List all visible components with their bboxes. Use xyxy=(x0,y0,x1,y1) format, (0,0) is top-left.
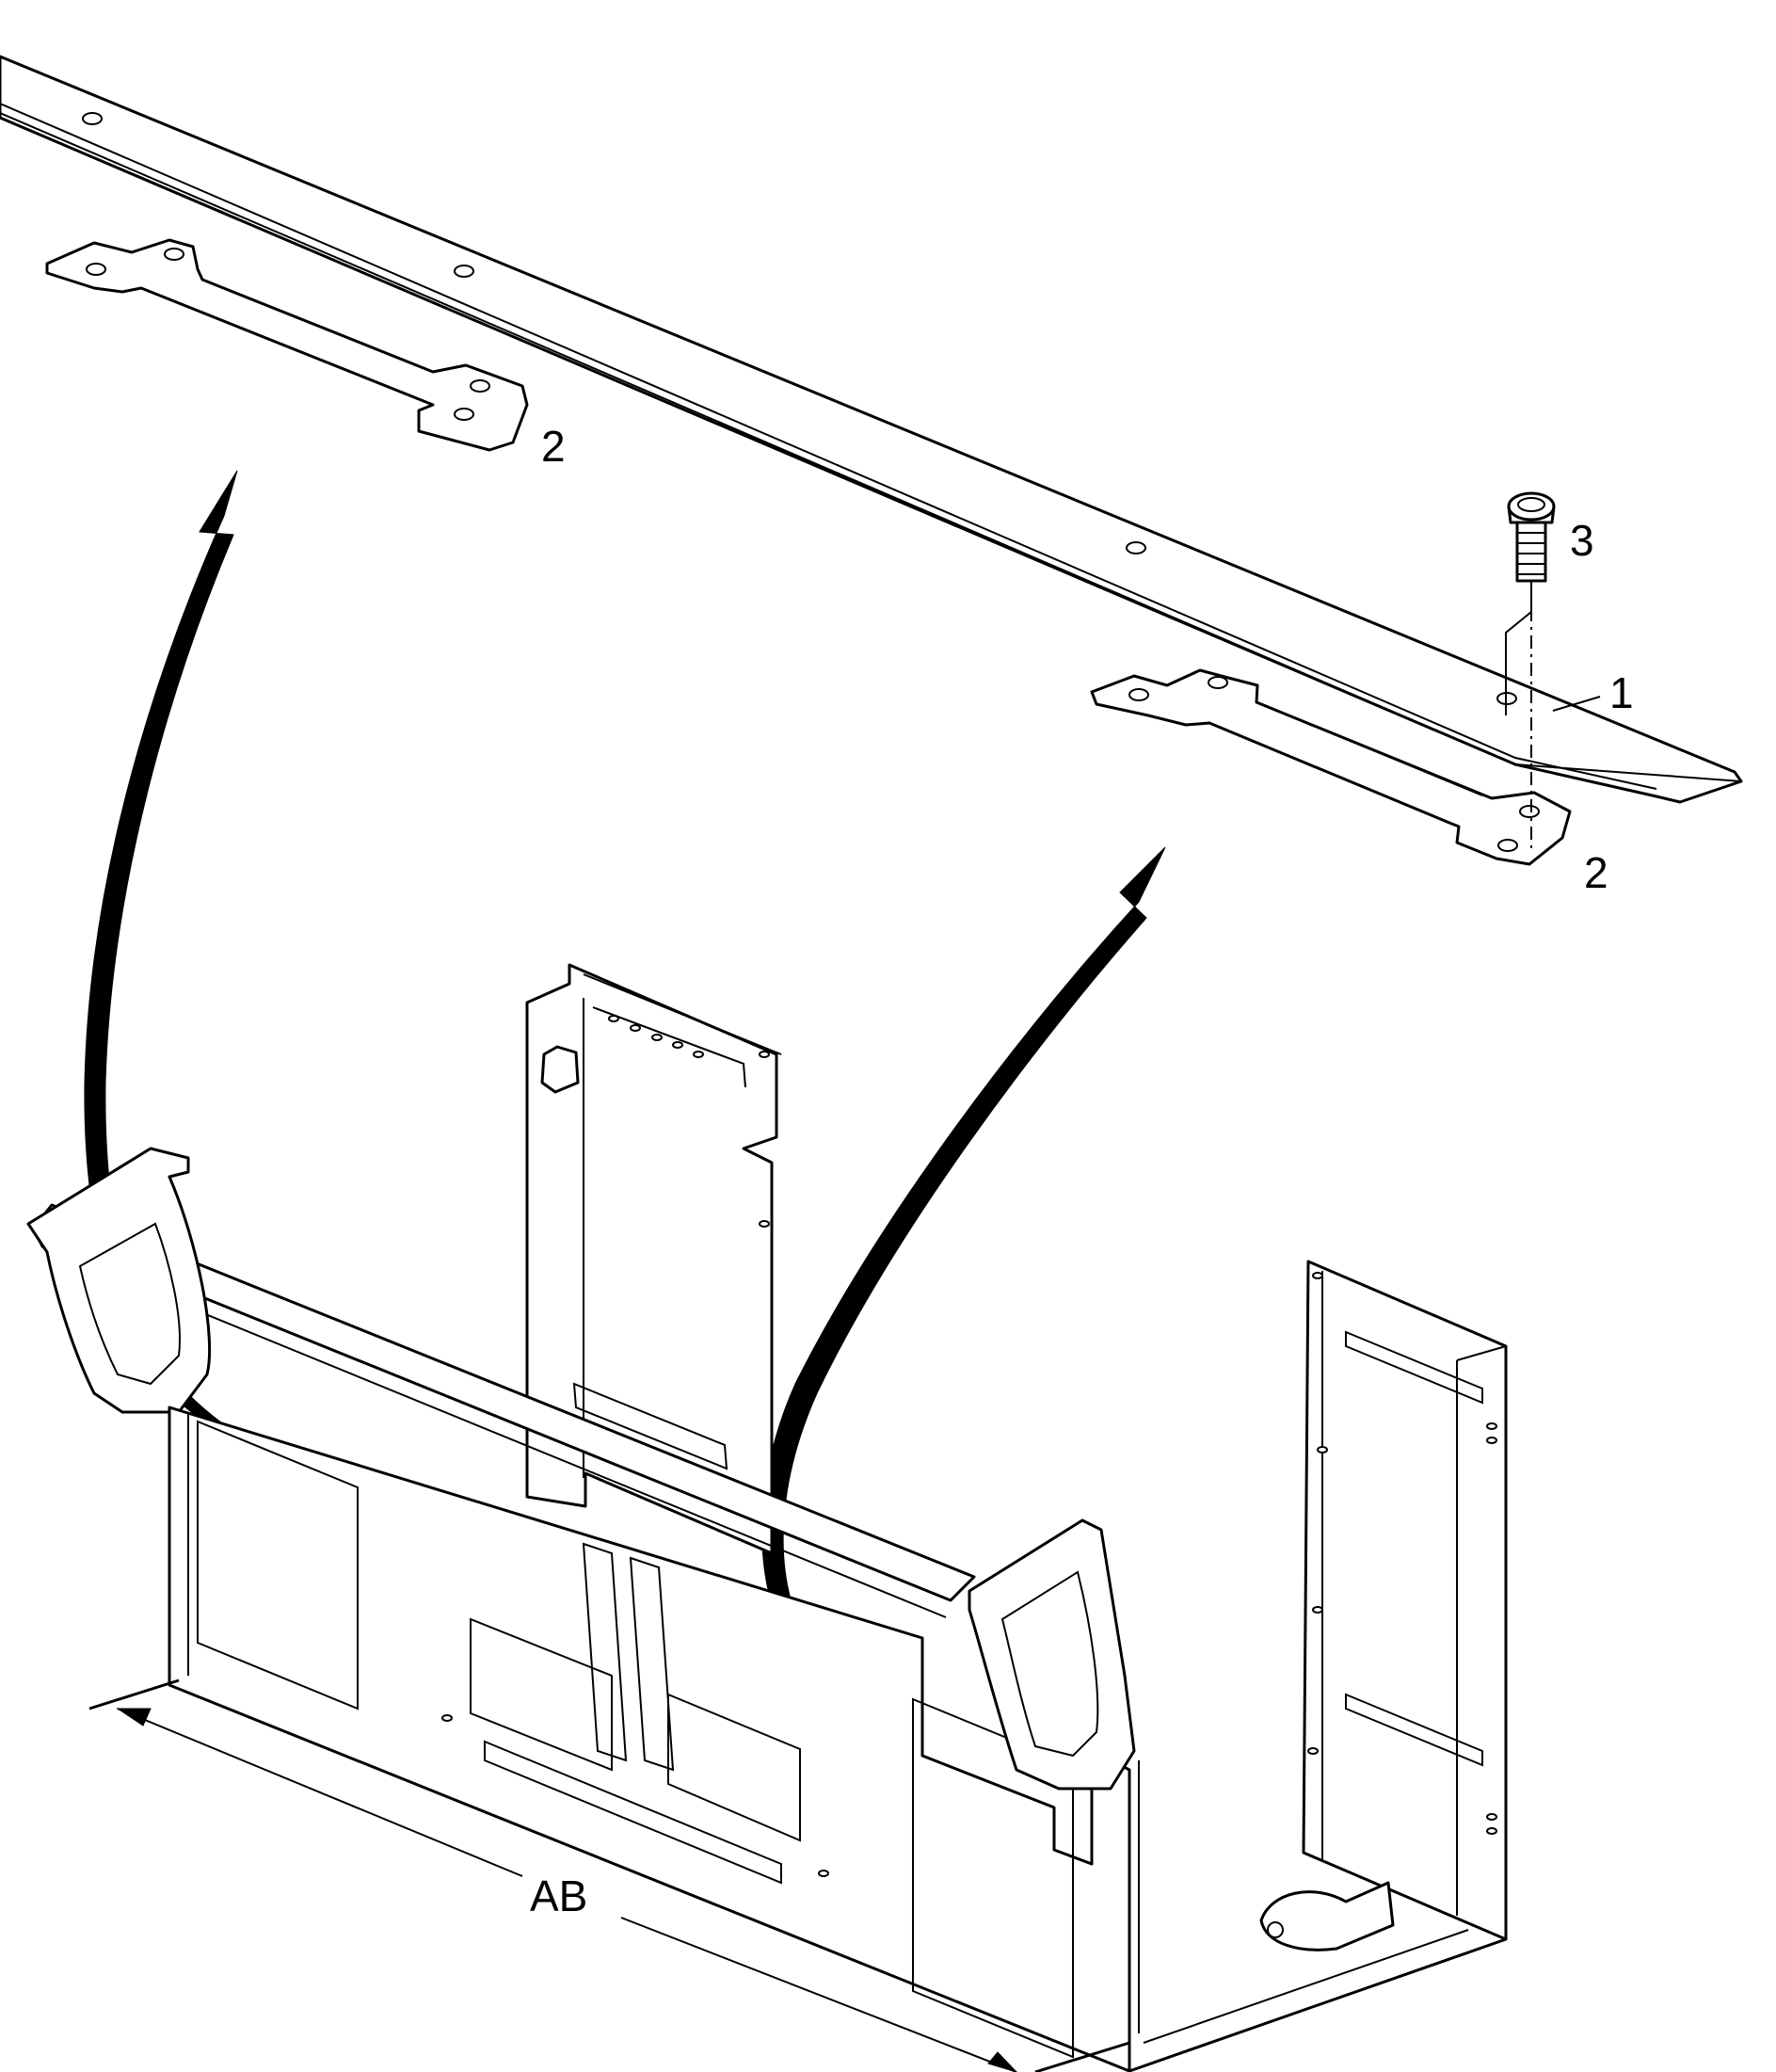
bracket-hole xyxy=(1128,688,1149,701)
rail-hole xyxy=(82,112,103,125)
dimension-arrowhead-right xyxy=(987,2051,1017,2072)
rail-hole xyxy=(1126,541,1146,554)
bracket-hole xyxy=(1208,676,1228,689)
rail-part xyxy=(0,55,1743,804)
callout-item-3: 3 xyxy=(1570,516,1594,565)
lower-bracket-part xyxy=(1090,668,1572,866)
bracket-hole xyxy=(1497,839,1518,852)
dimension-ab xyxy=(88,1678,1130,2072)
upper-bracket-part xyxy=(45,238,529,452)
bracket-hole xyxy=(1519,805,1540,818)
callout-item-2-upper: 2 xyxy=(541,422,566,471)
bracket-hole xyxy=(86,263,106,276)
bracket-hole xyxy=(470,379,490,393)
dimension-arrowhead-left xyxy=(116,1708,152,1727)
bracket-hole xyxy=(164,248,184,261)
callout-item-1: 1 xyxy=(1609,668,1634,717)
frame-assembly xyxy=(26,963,1508,2072)
rail-hole xyxy=(454,265,474,278)
dimension-label: AB xyxy=(530,1871,587,1920)
bracket-hole xyxy=(454,408,474,421)
callout-item-1-leader xyxy=(1552,696,1601,712)
screw-part xyxy=(1505,491,1556,852)
callout-item-2-lower: 2 xyxy=(1584,848,1608,897)
